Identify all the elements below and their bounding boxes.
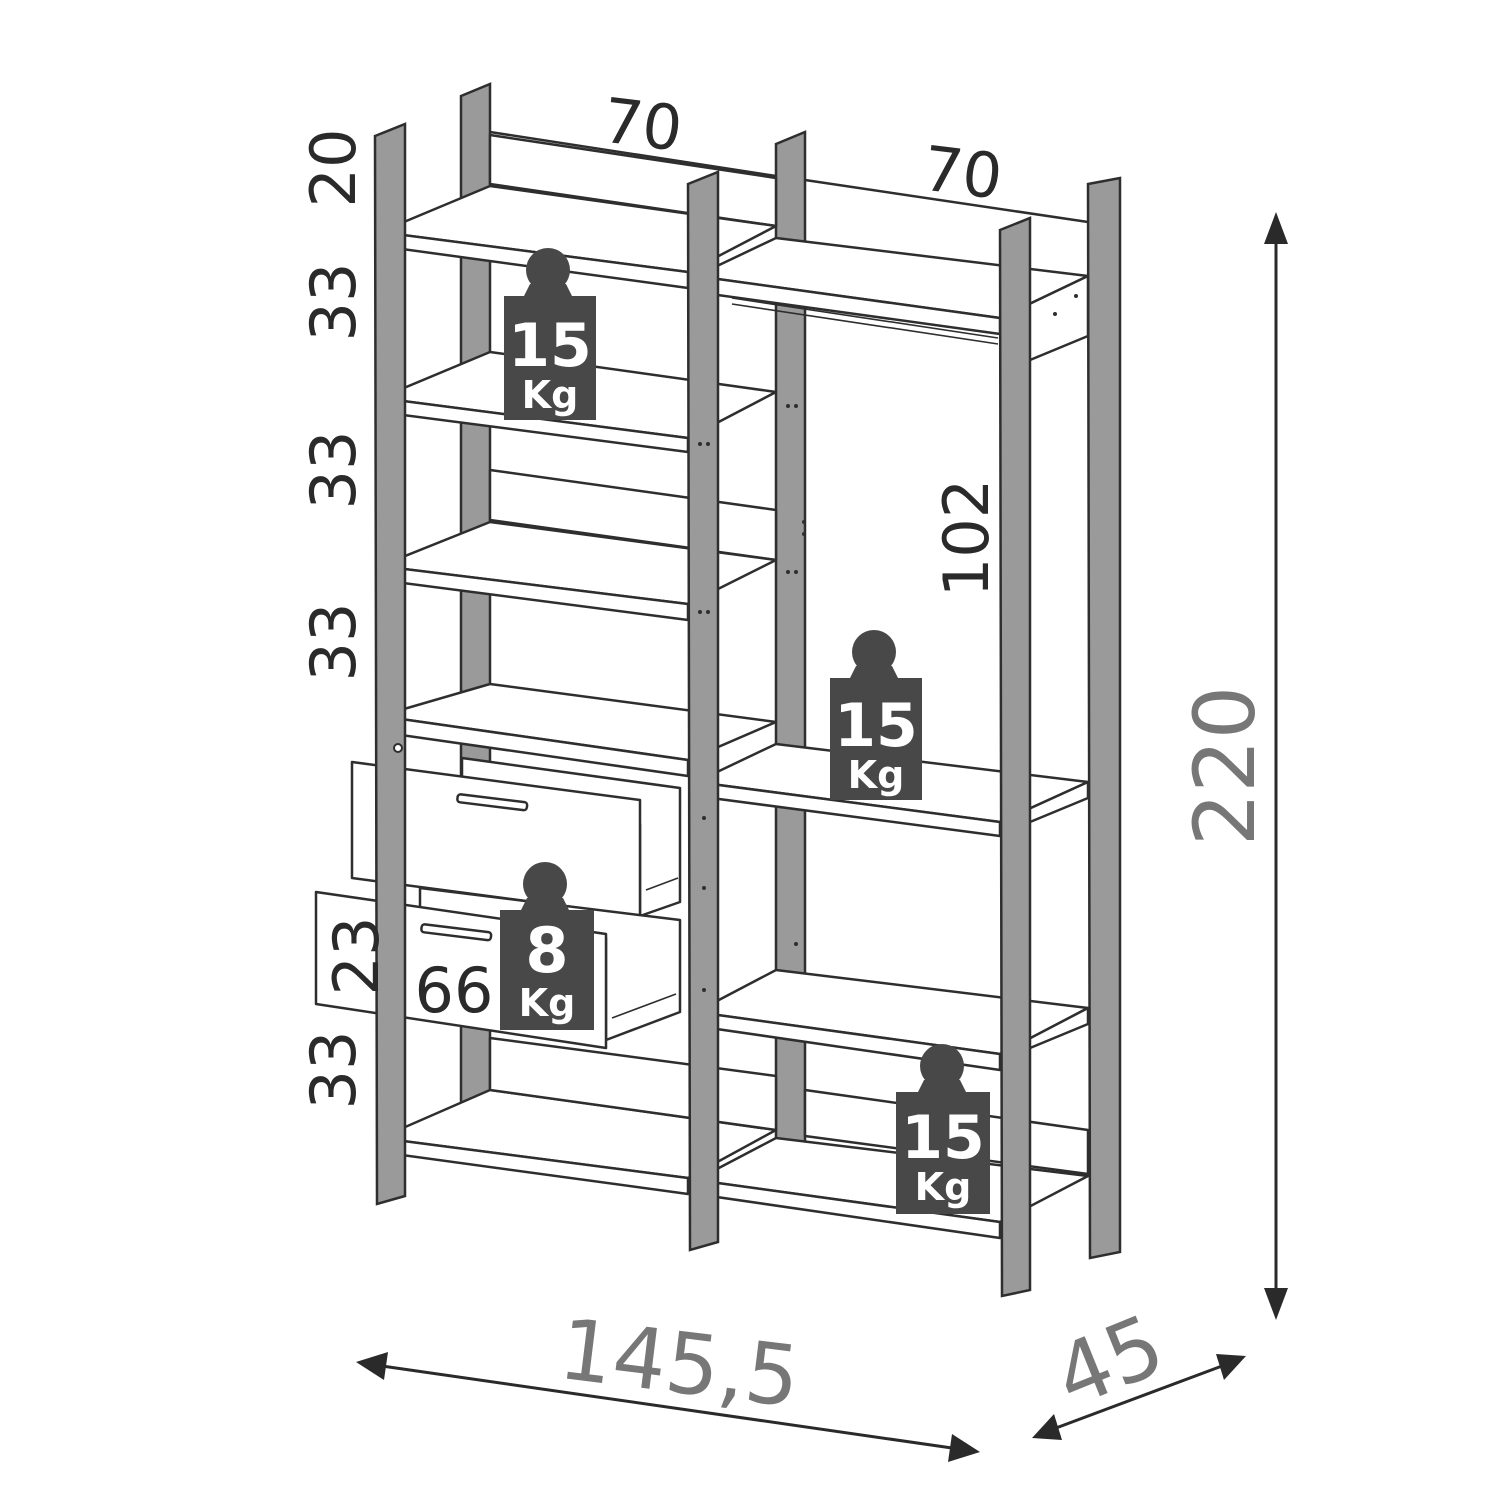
drawer-top-handle xyxy=(456,793,529,812)
hanging-rail xyxy=(731,297,999,339)
weight-tag-1: 15 Kg xyxy=(504,248,596,420)
left-spacing-3-label: 33 xyxy=(297,603,370,682)
drawer-bottom-handle xyxy=(420,923,493,942)
post-front-right xyxy=(998,216,1032,1298)
drawer-bottom-slide xyxy=(611,993,677,1019)
weight-tag-3: 8 Kg xyxy=(500,862,594,1030)
top-rail-left xyxy=(489,130,777,178)
drawer-height-label: 23 xyxy=(320,917,393,996)
weight-tag-2: 15 Kg xyxy=(830,630,922,800)
weight-tag-4-unit: Kg xyxy=(915,1165,972,1209)
weight-tag-3-unit: Kg xyxy=(519,981,576,1025)
weight-tag-1-unit: Kg xyxy=(522,373,579,417)
left-spacing-top-label: 20 xyxy=(297,129,370,208)
drawer-width-label: 66 xyxy=(415,954,494,1027)
weight-tag-1-value: 15 xyxy=(508,311,592,381)
weight-tag-4: 15 Kg xyxy=(896,1044,990,1214)
drawer-top-slide xyxy=(645,877,679,891)
weight-tag-2-unit: Kg xyxy=(848,753,905,797)
post-front-middle xyxy=(686,170,720,1252)
top-rail-right xyxy=(804,178,1089,224)
weight-tag-4-value: 15 xyxy=(901,1103,985,1173)
left-spacing-bottom-label: 33 xyxy=(297,1031,370,1110)
post-back-right xyxy=(1086,176,1122,1260)
drawers xyxy=(314,756,682,1050)
total-depth-label: 45 xyxy=(1041,1296,1177,1427)
left-column-shelves xyxy=(378,133,778,1196)
left-spacing-1-label: 33 xyxy=(297,263,370,342)
weight-tag-3-value: 8 xyxy=(525,914,568,987)
assembly-holes xyxy=(393,294,1078,992)
height-arrow xyxy=(1264,212,1288,1320)
front-posts xyxy=(373,122,1032,1298)
hanging-height-label: 102 xyxy=(930,479,1003,597)
weight-tag-2-value: 15 xyxy=(834,691,918,761)
depth-arrow xyxy=(1032,1354,1246,1440)
total-width-label: 145,5 xyxy=(554,1300,805,1427)
post-front-left xyxy=(373,122,407,1206)
width-arrow xyxy=(356,1352,980,1462)
top-right-width-label: 70 xyxy=(919,132,1006,214)
hanging-rail-lower xyxy=(731,303,999,345)
top-left-width-label: 70 xyxy=(599,84,686,166)
total-height-label: 220 xyxy=(1176,686,1274,846)
left-spacing-2-label: 33 xyxy=(297,431,370,510)
